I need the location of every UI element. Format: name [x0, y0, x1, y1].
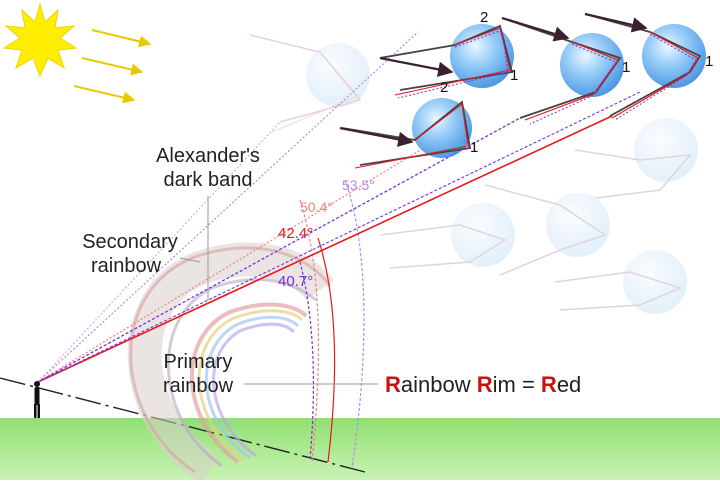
angle-label-50-4: 50.4°	[300, 199, 333, 215]
water-droplet-icon	[501, 17, 624, 125]
grass-ground	[0, 418, 720, 480]
label-leaders	[179, 196, 378, 385]
angle-label-53-5: 53.5°	[342, 177, 375, 193]
mnemonic-text: Rainbow Rim = Red	[385, 372, 581, 397]
sun-icon	[2, 2, 78, 78]
water-droplet-icon	[554, 250, 687, 314]
reflection-count-1: 1	[470, 139, 478, 156]
water-droplet-icon	[584, 13, 706, 121]
faint-droplets	[249, 34, 698, 314]
water-droplet-icon	[341, 98, 472, 169]
reflection-count-2: 2	[440, 79, 448, 96]
alexanders-band-label: dark band	[164, 169, 253, 191]
observer-rays	[37, 31, 641, 383]
sunlight-rays	[73, 29, 152, 104]
secondary-rainbow-label: rainbow	[91, 255, 162, 277]
water-droplet-icon	[249, 34, 370, 133]
reflection-count-2: 2	[480, 9, 488, 26]
person-silhouette-icon	[34, 381, 40, 418]
water-droplet-icon	[379, 24, 514, 99]
bright-droplets	[341, 13, 706, 169]
water-droplet-icon	[574, 118, 698, 201]
primary-rainbow-label: Primary	[164, 351, 233, 373]
water-droplet-icon	[379, 203, 515, 269]
alexanders-band-label: Alexander's	[156, 145, 260, 167]
reflection-count-1: 1	[705, 53, 713, 70]
angle-arcs	[299, 179, 365, 469]
water-droplet-icon	[484, 184, 610, 276]
incoming-sun-rays	[339, 12, 648, 147]
reflection-count-1: 1	[622, 59, 630, 76]
secondary-rainbow-label: Secondary	[82, 231, 178, 253]
rainbow-arcs	[127, 242, 334, 485]
reflection-count-1: 1	[510, 67, 518, 84]
primary-rainbow-label: rainbow	[163, 375, 234, 397]
angle-label-42-4: 42.4°	[278, 225, 313, 242]
angle-label-40-7: 40.7°	[278, 273, 313, 290]
